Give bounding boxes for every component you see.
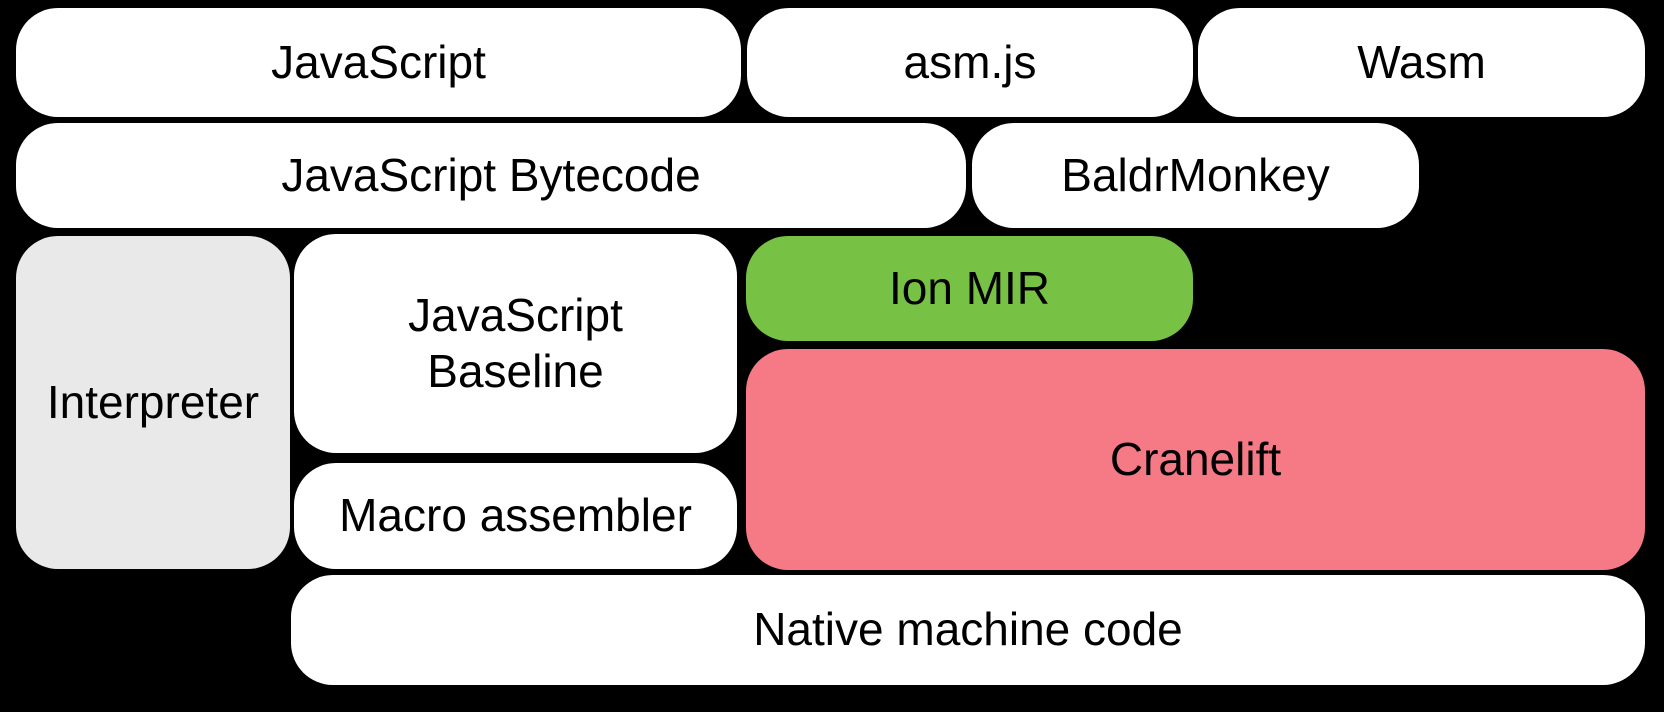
node-native-machine-code: Native machine code xyxy=(291,575,1645,685)
node-macro-assembler-label: Macro assembler xyxy=(339,489,692,542)
node-macro-assembler: Macro assembler xyxy=(294,463,737,569)
node-cranelift-label: Cranelift xyxy=(1109,432,1282,485)
node-javascript: JavaScript xyxy=(16,8,741,117)
node-asmjs: asm.js xyxy=(747,8,1193,117)
node-javascript-baseline-label-line1: JavaScript xyxy=(408,289,623,342)
node-baldrmonkey: BaldrMonkey xyxy=(972,123,1419,228)
node-asmjs-label: asm.js xyxy=(903,35,1037,88)
node-ion-mir-label: Ion MIR xyxy=(888,261,1051,314)
node-javascript-baseline-label-line2: Baseline xyxy=(427,344,604,397)
node-javascript-bytecode: JavaScript Bytecode xyxy=(16,123,966,228)
node-interpreter: Interpreter xyxy=(16,236,290,569)
node-javascript-label: JavaScript xyxy=(271,35,486,88)
node-javascript-baseline: JavaScript Baseline xyxy=(294,234,737,453)
node-baldrmonkey-label: BaldrMonkey xyxy=(1061,148,1330,201)
node-wasm-label: Wasm xyxy=(1357,35,1486,88)
node-wasm: Wasm xyxy=(1198,8,1645,117)
node-interpreter-label: Interpreter xyxy=(46,375,260,428)
node-cranelift: Cranelift xyxy=(746,349,1645,570)
node-javascript-bytecode-label: JavaScript Bytecode xyxy=(281,148,701,201)
node-native-machine-code-label: Native machine code xyxy=(753,603,1183,656)
node-ion-mir: Ion MIR xyxy=(746,236,1193,341)
